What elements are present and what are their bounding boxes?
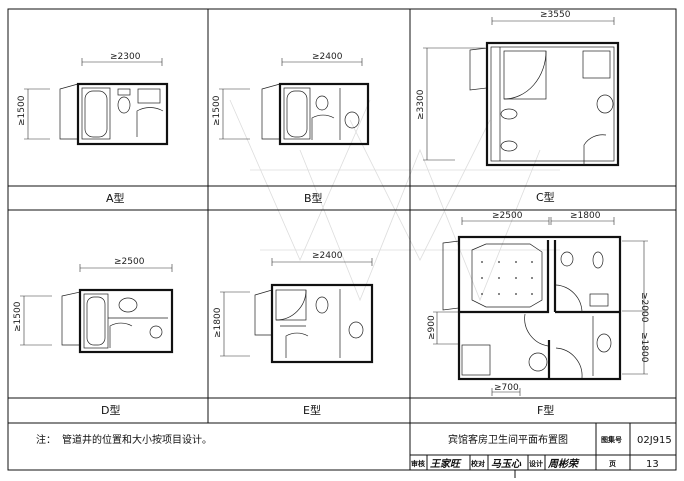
drawing-title: 宾馆客房卫生间平面布置图 <box>448 433 568 446</box>
check-label: 校对 <box>471 459 485 468</box>
plan-e: ≥2400 ≥1800 <box>213 251 374 364</box>
plan-label-a: A型 <box>106 191 125 205</box>
plan-d: ≥2500 ≥1500 <box>13 257 174 354</box>
dimension-depth: ≥1800 <box>213 307 223 338</box>
dimension-width-2: ≥1800 <box>570 211 601 221</box>
plan-label-e: E型 <box>303 403 321 417</box>
plan-f: ≥2500 ≥1800 ≥2000 ≥1800 ≥900 ≥700 <box>427 211 649 396</box>
dimension-depth: ≥1500 <box>212 95 222 126</box>
review-label: 审核 <box>411 459 425 468</box>
dimension-bottom: ≥700 <box>494 383 519 393</box>
plan-c: ≥3550 ≥3300 <box>416 10 620 167</box>
sheet-frame <box>7 8 677 478</box>
dimension-width: ≥2400 <box>312 251 343 261</box>
note-prefix: 注： <box>36 433 56 446</box>
dimension-depth: ≥3300 <box>416 89 426 120</box>
dimension-depth: ≥1500 <box>17 95 27 126</box>
dimension-depth: ≥1500 <box>13 301 23 332</box>
note-text: 管道井的位置和大小按项目设计。 <box>62 433 212 446</box>
check-signature: 马玉心 <box>491 458 522 470</box>
watermark-lines <box>229 99 560 302</box>
design-signature: 周彬荣 <box>547 458 580 470</box>
plan-a: ≥2300 ≥1500 <box>17 52 169 146</box>
dimension-width-1: ≥2500 <box>492 211 523 221</box>
page-label: 页 <box>609 460 616 468</box>
page-number: 13 <box>646 459 659 470</box>
dimension-width: ≥3550 <box>540 10 571 20</box>
atlas-number-label: 图集号 <box>601 435 622 444</box>
plan-b: ≥2400 ≥1500 <box>212 52 370 146</box>
dimension-left: ≥900 <box>427 315 437 340</box>
plan-label-c: C型 <box>536 190 555 204</box>
plan-label-d: D型 <box>101 403 120 417</box>
plan-label-f: F型 <box>537 403 554 417</box>
title-block: 宾馆客房卫生间平面布置图 图集号 02J915 审核 王家旺 校对 马玉心 设计… <box>411 433 672 470</box>
dimension-width: ≥2300 <box>110 52 141 62</box>
review-signature: 王家旺 <box>430 458 462 470</box>
dimension-width: ≥2400 <box>312 52 343 62</box>
plan-label-b: B型 <box>304 191 323 205</box>
atlas-number: 02J915 <box>637 435 672 446</box>
dimension-depth-1: ≥2000 <box>639 292 649 323</box>
dimension-width: ≥2500 <box>114 257 145 267</box>
design-label: 设计 <box>529 459 543 468</box>
dimension-depth-2: ≥1800 <box>639 332 649 363</box>
